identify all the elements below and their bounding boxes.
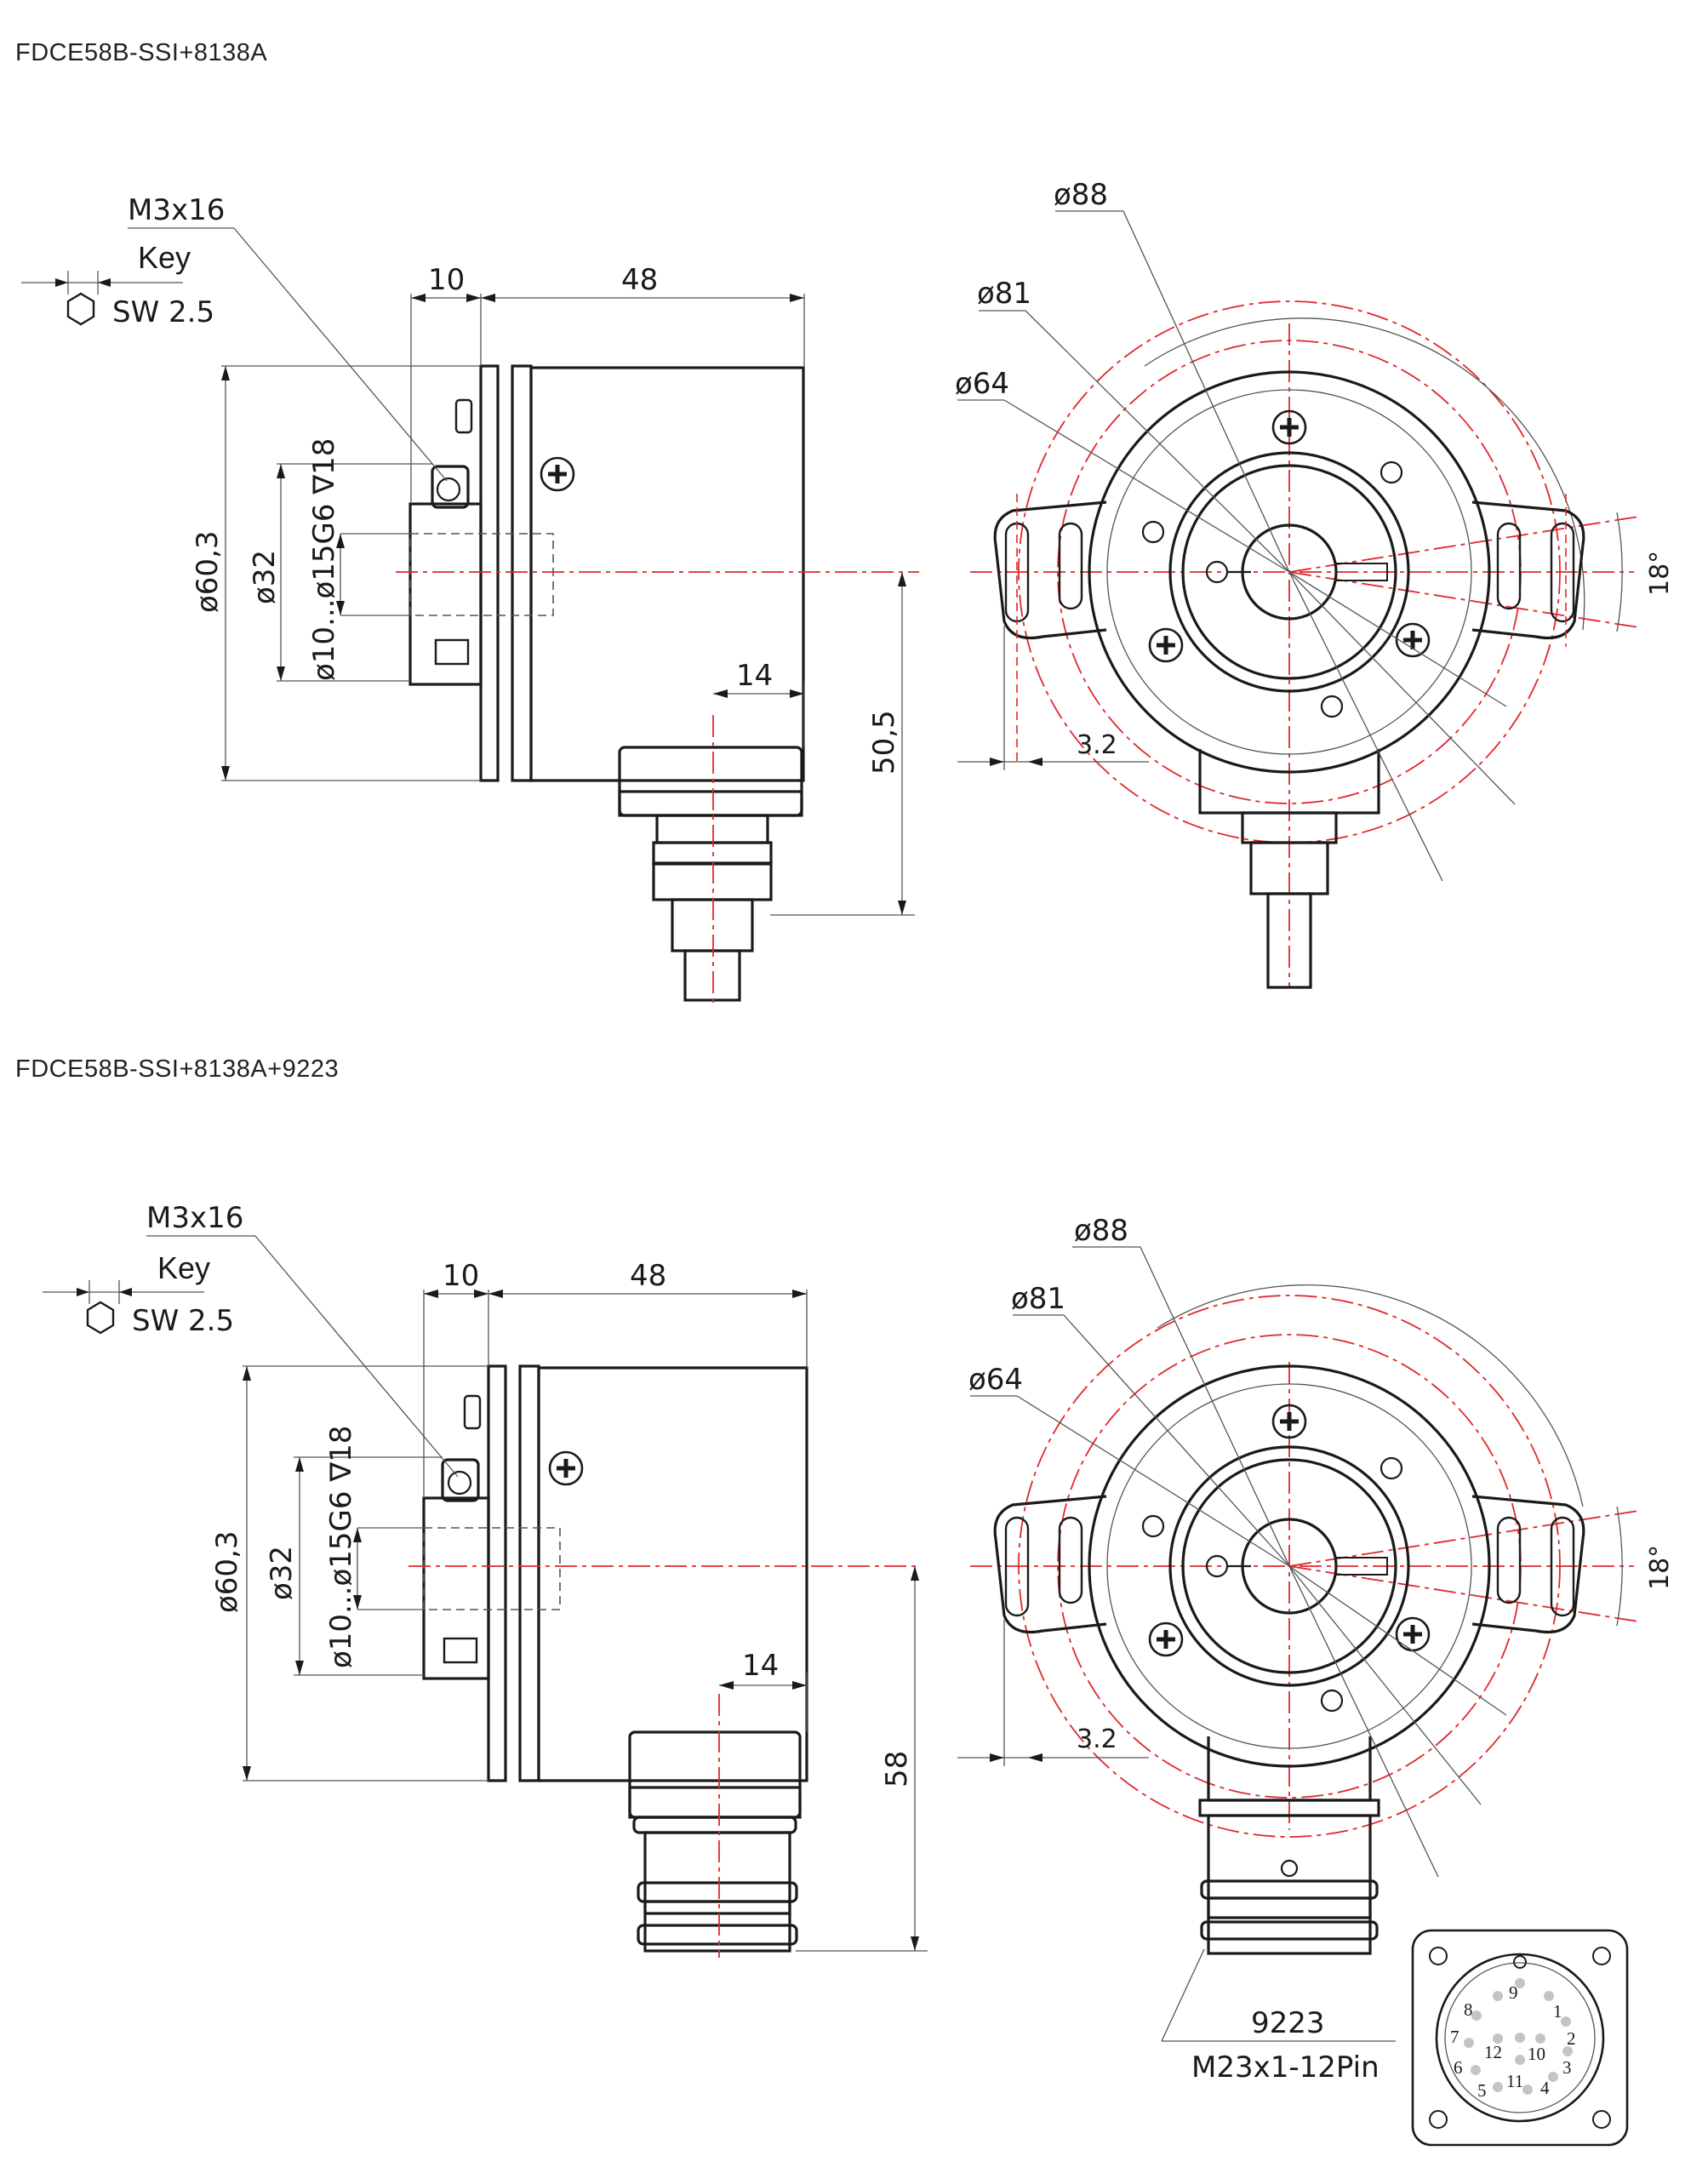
- pin-8: 8: [1464, 1999, 1473, 2020]
- pin-dot: [1493, 2082, 1503, 2092]
- connector-code: 9223: [1251, 2006, 1325, 2040]
- dim-bore-1: ø10...ø15G6 ∇18: [307, 438, 341, 681]
- sw-label-2: SW 2.5: [132, 1304, 234, 1338]
- pin-dot: [1522, 2085, 1533, 2095]
- pin-dot: [1515, 1978, 1525, 1988]
- dim-body-1: 48: [621, 263, 658, 297]
- front-view-2: ø88 ø81 ø64 3.2 18° 9223 M23x1-12Pin: [957, 1214, 1675, 2085]
- dim-height-2: 58: [880, 1751, 914, 1787]
- pin-7: 7: [1450, 2027, 1460, 2047]
- pin-dot: [1493, 2033, 1503, 2044]
- pin-diagram: 9 1 2 3 4 5 6 7 8 10 11 12: [1411, 1929, 1629, 2147]
- screw-label-1: M3x16: [128, 193, 225, 227]
- key-label-1: Key: [138, 240, 191, 275]
- side-view-2: 10 48 ø60,3 ø32 ø10...ø15G6 ∇18 14 58: [43, 1201, 928, 1958]
- dim-dia-32-1: ø32: [248, 550, 282, 604]
- side-view-1: 10 48 ø60,3 ø32 ø10...ø15G6 ∇18 14 50,5: [21, 193, 919, 1004]
- dim-flange-2: 10: [443, 1259, 479, 1293]
- pin-9: 9: [1509, 1982, 1518, 2003]
- dim-height-1: 50,5: [867, 710, 901, 775]
- key-label-2: Key: [157, 1250, 210, 1285]
- dim-d64-1: ø64: [955, 367, 1009, 401]
- pin-dot: [1515, 2033, 1525, 2043]
- dim-flange-1: 10: [428, 263, 465, 297]
- dim-dia-body-2: ø60,3: [210, 1530, 244, 1613]
- pin-dot: [1464, 2038, 1474, 2048]
- pin-11: 11: [1506, 2071, 1523, 2091]
- pin-3: 3: [1562, 2057, 1572, 2078]
- dim-d81-2: ø81: [1011, 1282, 1065, 1316]
- pin-6: 6: [1454, 2057, 1463, 2078]
- pin-5: 5: [1477, 2080, 1487, 2101]
- pin-10: 10: [1528, 2044, 1545, 2064]
- hex-key-icon-1: [66, 292, 95, 326]
- dim-angle-1: 18°: [1645, 551, 1675, 596]
- dim-slot-1: 3.2: [1077, 730, 1117, 760]
- pin-dot: [1471, 2065, 1481, 2075]
- dim-conn-offset-1: 14: [736, 659, 773, 693]
- pin-dot: [1493, 1991, 1503, 2001]
- screw-label-2: M3x16: [146, 1201, 243, 1235]
- pin-dot: [1515, 2055, 1525, 2065]
- drawing-2-title: FDCE58B-SSI+8138A+9223: [15, 1055, 340, 1083]
- pin-4: 4: [1540, 2078, 1550, 2098]
- hex-key-icon-2: [86, 1301, 115, 1335]
- pin-dot: [1561, 2016, 1571, 2027]
- dim-bore-2: ø10...ø15G6 ∇18: [324, 1426, 358, 1668]
- dim-dia-body-1: ø60,3: [191, 530, 225, 613]
- front-view-1: ø88 ø81 ø64 3.2 18°: [955, 178, 1675, 989]
- sw-label-1: SW 2.5: [112, 295, 214, 329]
- dim-slot-2: 3.2: [1077, 1724, 1117, 1754]
- dim-d88-2: ø88: [1074, 1214, 1128, 1248]
- pin-dot: [1544, 1991, 1554, 2001]
- pin-dot: [1535, 2033, 1545, 2044]
- pin-dot: [1548, 2072, 1558, 2082]
- dim-conn-offset-2: 14: [742, 1649, 779, 1683]
- pin-dot: [1562, 2046, 1573, 2056]
- dim-angle-2: 18°: [1645, 1545, 1675, 1590]
- dim-d88-1: ø88: [1054, 178, 1108, 212]
- pin-dot: [1471, 2010, 1482, 2021]
- pin-2: 2: [1567, 2028, 1576, 2049]
- dim-d81-1: ø81: [977, 277, 1031, 311]
- dim-d64-2: ø64: [968, 1363, 1023, 1397]
- dim-body-2: 48: [630, 1259, 666, 1293]
- connector-spec: M23x1-12Pin: [1191, 2050, 1380, 2085]
- drawing-1-title: FDCE58B-SSI+8138A: [15, 39, 268, 66]
- dim-dia-32-2: ø32: [265, 1546, 299, 1600]
- pin-12: 12: [1484, 2042, 1502, 2062]
- pin-1: 1: [1553, 2001, 1562, 2022]
